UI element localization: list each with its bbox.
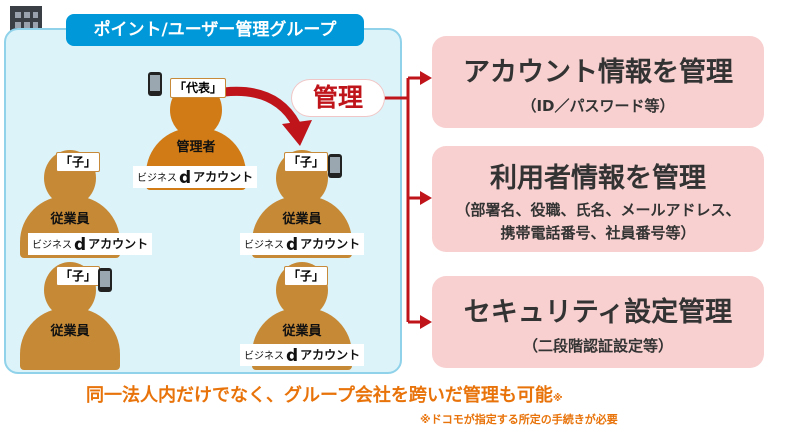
user-info-title: 利用者情報を管理 xyxy=(490,163,706,194)
employee-role-label-3: 「子」 xyxy=(56,266,101,286)
manager-label: 管理者 xyxy=(176,140,216,155)
smartphone-icon xyxy=(98,268,112,292)
badge-prefix: ビジネス xyxy=(244,351,284,362)
footer-main: 同一法人内だけでなく、グループ会社を跨いだ管理も可能※ xyxy=(86,381,563,407)
footer-main-text: 同一法人内だけでなく、グループ会社を跨いだ管理も可能 xyxy=(86,385,553,406)
account-info-sub: （ID／パスワード等） xyxy=(521,97,675,115)
security-sub: （二段階認証設定等） xyxy=(522,337,673,355)
employee-role-label-4: 「子」 xyxy=(284,266,329,286)
account-info-box: アカウント情報を管理 （ID／パスワード等） xyxy=(432,36,764,128)
d-logo: d xyxy=(74,235,87,255)
badge-suffix: アカウント xyxy=(193,170,254,184)
badge-prefix: ビジネス xyxy=(137,173,177,184)
account-info-title: アカウント情報を管理 xyxy=(463,57,733,88)
employee-label-2: 従業員 xyxy=(282,212,322,227)
d-logo: d xyxy=(286,235,299,255)
employee-label-1: 従業員 xyxy=(50,212,90,227)
badge-suffix: アカウント xyxy=(300,237,361,251)
manage-label: 管理 xyxy=(292,80,384,116)
smartphone-icon xyxy=(328,154,342,178)
badge-prefix: ビジネス xyxy=(32,240,72,251)
employee-role-label-2: 「子」 xyxy=(284,152,329,172)
smartphone-icon xyxy=(148,72,162,96)
badge-suffix: アカウント xyxy=(300,348,361,362)
footer-note: ※ドコモが指定する所定の手続きが必要 xyxy=(420,413,618,426)
footer-mark: ※ xyxy=(552,393,563,404)
security-box: セキュリティ設定管理 （二段階認証設定等） xyxy=(432,276,764,368)
employee-label-3: 従業員 xyxy=(50,324,90,339)
badge-suffix: アカウント xyxy=(88,237,149,251)
d-logo: d xyxy=(179,168,192,188)
manager-role-label: 「代表」 xyxy=(170,78,227,98)
user-info-sub-1: （部署名、役職、氏名、メールアドレス、 xyxy=(455,201,741,219)
user-info-box: 利用者情報を管理 （部署名、役職、氏名、メールアドレス、 携帯電話番号、社員番号… xyxy=(432,146,764,252)
d-logo: d xyxy=(286,346,299,366)
badge-prefix: ビジネス xyxy=(244,240,284,251)
employee-label-4: 従業員 xyxy=(282,324,322,339)
employee-figure-3 xyxy=(20,262,120,370)
security-title: セキュリティ設定管理 xyxy=(463,297,733,328)
user-info-sub-2: 携帯電話番号、社員番号等） xyxy=(500,224,696,242)
employee-role-label-1: 「子」 xyxy=(56,152,101,172)
group-title: ポイント/ユーザー管理グループ xyxy=(66,14,364,46)
